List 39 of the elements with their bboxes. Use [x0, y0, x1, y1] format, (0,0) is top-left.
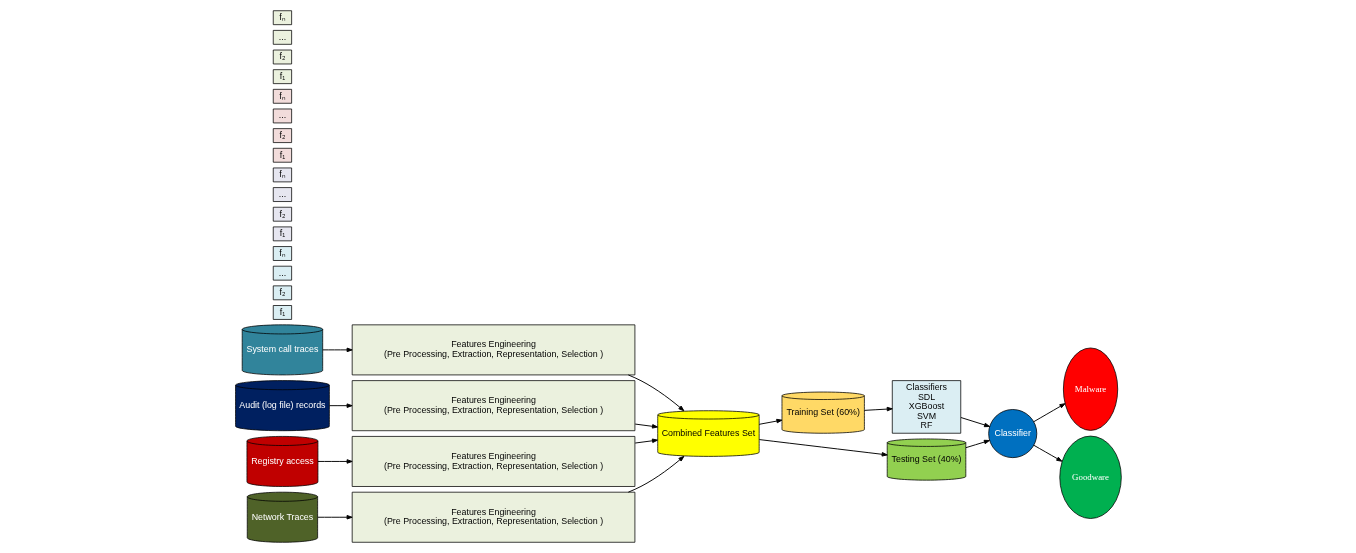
node-box: f₁	[272, 226, 292, 242]
node-box: ...	[272, 30, 292, 45]
arrow	[1032, 403, 1065, 423]
node-box: f₂	[272, 128, 292, 143]
arrow	[321, 347, 353, 353]
node-box: ...	[272, 265, 292, 281]
node-box: Features Engineering (Pre Processing, Extraction, Representation, Selection )	[351, 324, 635, 376]
arrow	[758, 439, 888, 457]
arrow	[634, 423, 658, 429]
arrow	[627, 374, 684, 412]
arrow	[1032, 444, 1062, 462]
node-ellipse: Goodware	[1058, 435, 1122, 519]
arrow	[863, 406, 893, 412]
arrow	[317, 459, 353, 464]
node-box: f₂	[272, 206, 292, 222]
node-box: fₙ	[272, 167, 292, 183]
node-box: fₙ	[272, 88, 292, 104]
node-box: fₙ	[272, 246, 292, 261]
node-box: fₙ	[272, 10, 292, 26]
node-box: ...	[272, 108, 292, 124]
arrow	[328, 403, 353, 408]
node-box: f₁	[272, 305, 292, 320]
node-box: Features Engineering (Pre Processing, Extraction, Representation, Selection )	[351, 380, 635, 432]
arrow	[758, 418, 782, 425]
arrow	[627, 455, 684, 493]
node-box: Features Engineering (Pre Processing, Extraction, Representation, Selection )	[351, 436, 635, 487]
arrow	[634, 438, 658, 444]
node-box: Features Engineering (Pre Processing, Extraction, Representation, Selection )	[351, 491, 635, 543]
arrow	[964, 439, 990, 449]
arrow	[316, 515, 353, 520]
node-circle: Classifier	[987, 409, 1037, 458]
node-box: f₂	[272, 49, 292, 65]
node-ellipse: Malware	[1062, 347, 1118, 431]
node-box: Classifiers SDL XGBoost SVM RF	[891, 380, 961, 434]
arrow	[960, 417, 990, 428]
node-box: f₁	[272, 69, 292, 84]
node-box: f₁	[272, 147, 292, 163]
node-box: f₂	[272, 285, 292, 301]
node-box: ...	[272, 187, 292, 202]
